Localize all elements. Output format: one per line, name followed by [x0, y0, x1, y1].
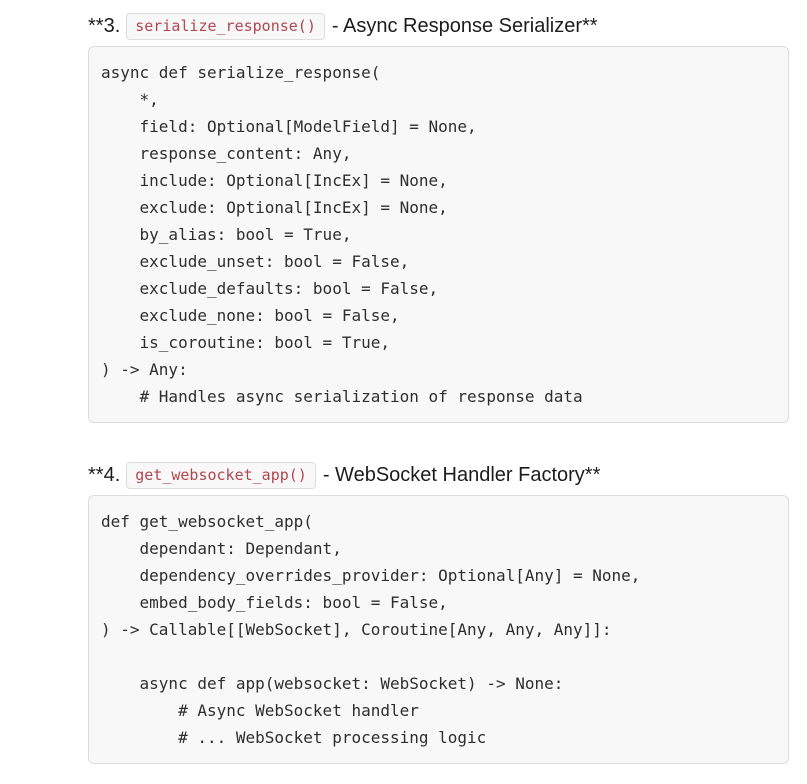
code-block-serialize-response: async def serialize_response( *, field: …: [88, 46, 789, 423]
heading-prefix: **3.: [88, 15, 121, 37]
heading-prefix: **4.: [88, 464, 121, 486]
inline-code-chip: get_websocket_app(): [126, 461, 316, 489]
section-heading: **3.serialize_response() - Async Response…: [88, 12, 789, 40]
heading-suffix: - WebSocket Handler Factory**: [322, 464, 601, 486]
heading-suffix: - Async Response Serializer**: [331, 15, 598, 37]
inline-code-chip: serialize_response(): [126, 12, 325, 40]
section-get-websocket-app: **4.get_websocket_app() - WebSocket Handl…: [88, 461, 789, 764]
section-heading: **4.get_websocket_app() - WebSocket Handl…: [88, 461, 789, 489]
section-serialize-response: **3.serialize_response() - Async Response…: [88, 12, 789, 423]
code-block-get-websocket-app: def get_websocket_app( dependant: Depend…: [88, 495, 789, 764]
